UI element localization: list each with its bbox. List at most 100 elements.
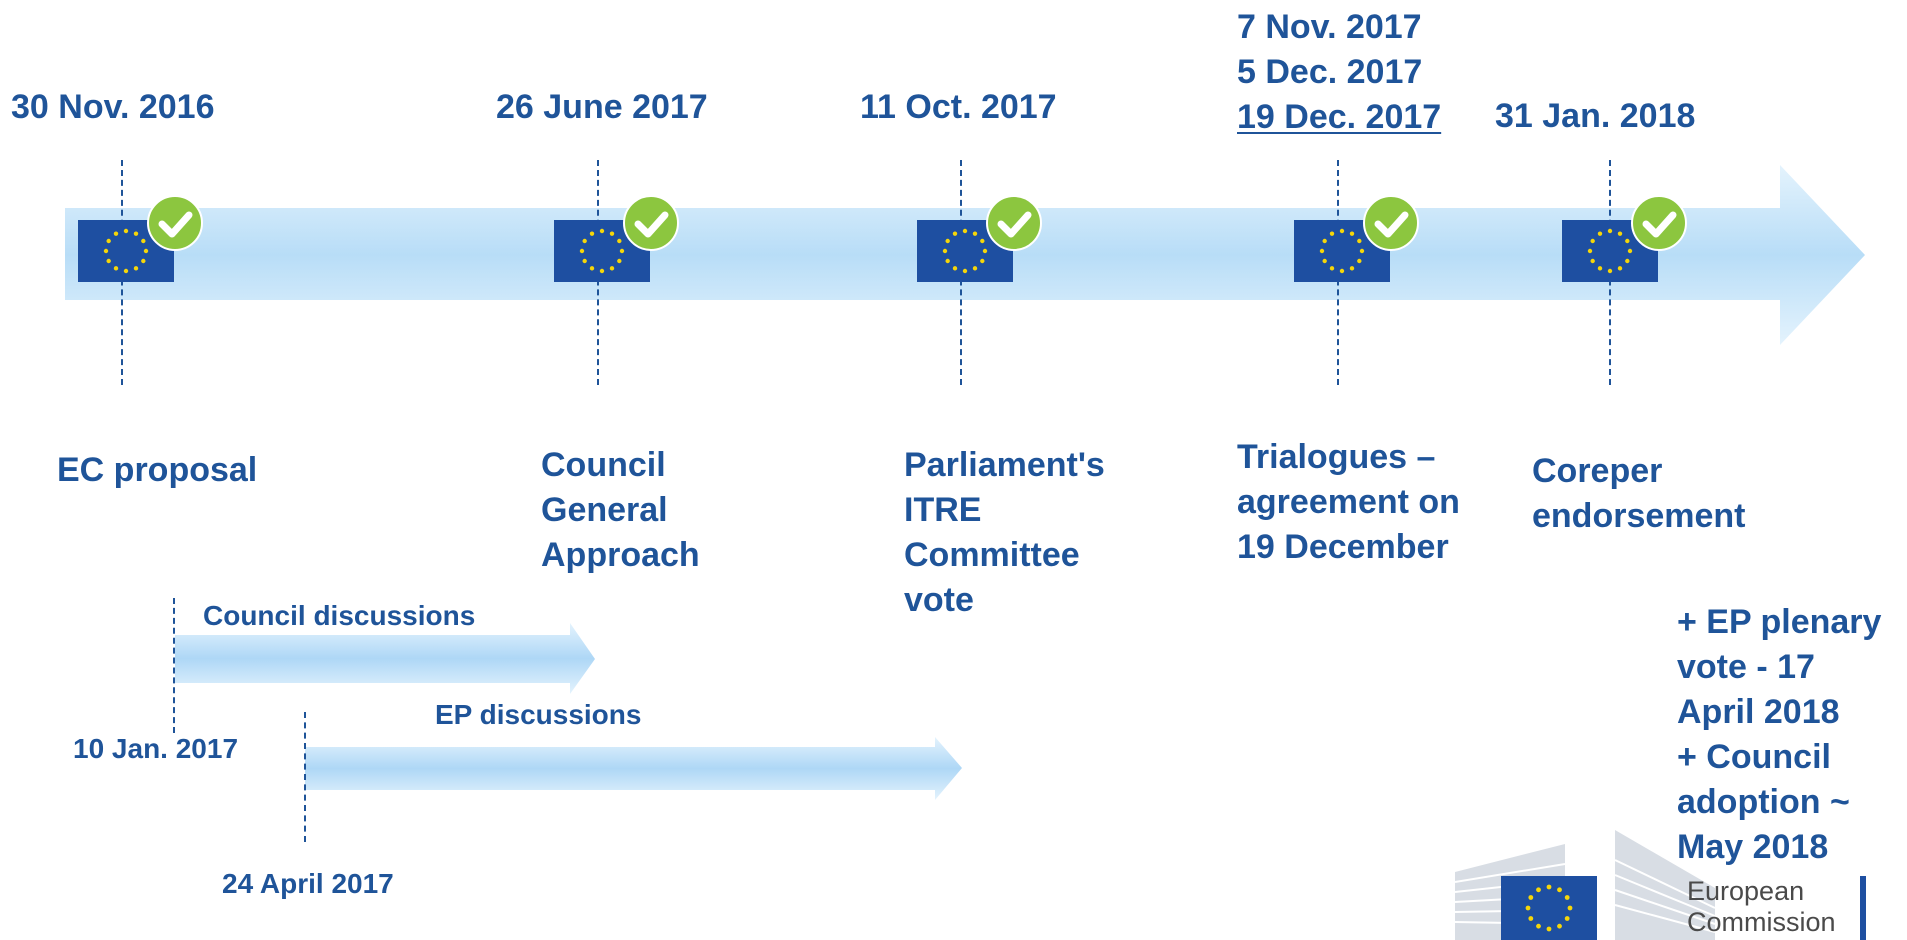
flag-star	[1546, 884, 1552, 890]
next-steps-line-3: April 2018	[1677, 693, 1840, 731]
milestone-date-4: 7 Nov. 2017 5 Dec. 2017 19 Dec. 2017	[1237, 5, 1441, 140]
flag-star	[1607, 268, 1613, 274]
council-discussions-start-date: 10 Jan. 2017	[73, 733, 239, 764]
milestone-label-1-line-1: EC proposal	[57, 451, 258, 489]
ep-discussions-start-line	[304, 712, 306, 842]
flag-star	[1557, 887, 1562, 893]
flag-star	[1525, 905, 1531, 911]
flag-star	[1587, 248, 1593, 254]
next-steps: + EP plenary vote - 17 April 2018 + Coun…	[1677, 600, 1881, 870]
eu-flag-stars	[1319, 228, 1365, 274]
green-check-icon	[986, 195, 1042, 251]
ec-logo-text: European Commission	[1687, 876, 1836, 938]
milestone-label-3-line-2: ITRE	[904, 491, 982, 529]
flag-star	[1339, 268, 1345, 274]
flag-star	[103, 248, 109, 254]
flag-star	[952, 266, 958, 271]
flag-star	[123, 268, 129, 274]
flag-star	[1617, 266, 1623, 271]
flag-star	[972, 231, 978, 236]
milestone-label-5: Coreper endorsement	[1532, 449, 1746, 539]
milestone-label-3-line-4: vote	[904, 581, 974, 619]
green-check-icon	[623, 195, 679, 251]
check-mark	[1642, 211, 1677, 238]
milestone-icon-1	[78, 195, 203, 282]
milestone-date-3: 11 Oct. 2017	[860, 88, 1057, 126]
milestone-icon-graphic	[1562, 195, 1687, 282]
flag-star	[599, 228, 605, 234]
milestone-label-5-line-2: endorsement	[1532, 497, 1746, 535]
milestone-icon-graphic	[554, 195, 679, 282]
milestone-date-4-line-2: 5 Dec. 2017	[1237, 53, 1423, 91]
next-steps-line-5: adoption ~	[1677, 783, 1850, 821]
flag-star	[1607, 228, 1613, 234]
milestone-date-4-line-1: 7 Nov. 2017	[1237, 8, 1422, 46]
flag-star	[609, 231, 615, 236]
milestone-label-2: Council General Approach	[541, 443, 700, 578]
milestone-label-4-line-2: agreement on	[1237, 483, 1460, 521]
check-mark	[158, 211, 193, 238]
milestone-date-5: 31 Jan. 2018	[1495, 97, 1696, 135]
milestone-label-3-line-1: Parliament's	[904, 446, 1105, 484]
flag-star	[1528, 895, 1534, 900]
milestone-label-2-line-3: Approach	[541, 536, 700, 574]
flag-star	[1617, 231, 1623, 236]
flag-star	[106, 238, 111, 244]
flag-star	[1349, 266, 1355, 271]
flag-star	[141, 238, 146, 244]
flag-star	[1625, 258, 1630, 264]
ep-discussions-start-date: 24 April 2017	[222, 868, 394, 899]
milestone-label-4-line-3: 19 December	[1237, 528, 1449, 566]
flag-star	[972, 266, 978, 271]
milestone-label-3-line-3: Committee	[904, 536, 1080, 574]
flag-star	[1536, 887, 1541, 893]
flag-star	[123, 228, 129, 234]
flag-star	[589, 231, 595, 236]
flag-star	[1564, 916, 1570, 921]
council-discussions-start-line	[173, 598, 175, 733]
eu-flag-stars	[1587, 228, 1633, 274]
flag-star	[582, 258, 587, 264]
flag-star	[619, 248, 625, 254]
flag-star	[1597, 266, 1603, 271]
flag-star	[1627, 248, 1633, 254]
milestone-date-2: 26 June 2017	[496, 88, 708, 126]
flag-star	[141, 258, 146, 264]
flag-star	[582, 238, 587, 244]
milestone-date-4-line-3: 19 Dec. 2017	[1237, 98, 1442, 136]
milestone-icon-3	[917, 195, 1042, 282]
milestone-label-4: Trialogues – agreement on 19 December	[1237, 435, 1460, 570]
milestone-icon-graphic	[78, 195, 203, 282]
flag-star	[1567, 905, 1573, 911]
flag-star	[1357, 238, 1362, 244]
milestone-icon-5	[1562, 195, 1687, 282]
next-steps-line-4: + Council	[1677, 738, 1831, 776]
milestone-label-2-line-1: Council	[541, 446, 666, 484]
flag-star	[1590, 258, 1595, 264]
ec-logo-text-line-1: European	[1687, 876, 1805, 906]
milestone-date-1: 30 Nov. 2016	[11, 88, 215, 126]
check-mark	[1374, 211, 1409, 238]
check-mark	[997, 211, 1032, 238]
flag-star	[1528, 916, 1534, 921]
flag-star	[1625, 238, 1630, 244]
ec-logo-text-line-2: Commission	[1687, 907, 1836, 937]
flag-star	[579, 248, 585, 254]
flag-star	[980, 258, 985, 264]
council-discussions-title: Council discussions	[203, 600, 476, 631]
flag-star	[952, 231, 958, 236]
flag-star	[942, 248, 948, 254]
milestone-label-1: EC proposal	[57, 448, 257, 493]
flag-star	[133, 266, 139, 271]
next-steps-line-6: May 2018	[1677, 828, 1829, 866]
flag-star	[945, 238, 950, 244]
milestone-label-5-line-1: Coreper	[1532, 452, 1663, 490]
milestone-icon-graphic	[1294, 195, 1419, 282]
flag-star	[1319, 248, 1325, 254]
flag-star	[1329, 266, 1335, 271]
flag-star	[1590, 238, 1595, 244]
green-check-icon	[1631, 195, 1687, 251]
eu-flag-stars	[103, 228, 149, 274]
milestone-label-4-line-1: Trialogues –	[1237, 438, 1436, 476]
flag-star	[609, 266, 615, 271]
